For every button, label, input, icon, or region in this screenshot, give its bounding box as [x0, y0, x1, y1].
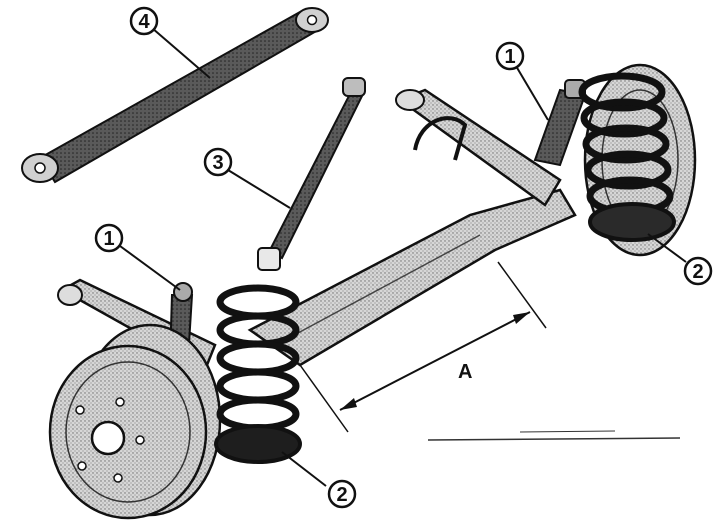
left-brake-drum	[48, 323, 222, 520]
trailing-rod	[257, 77, 366, 271]
svg-text:1: 1	[504, 46, 515, 68]
leader-lines	[119, 27, 687, 487]
dimension-label: A	[458, 361, 472, 383]
callout-3: 3	[203, 147, 233, 177]
left-coil-spring	[214, 284, 302, 464]
callout-2-right: 2	[683, 256, 713, 286]
callout-1-left: 1	[94, 223, 124, 253]
ground-lines	[427, 430, 681, 441]
svg-text:3: 3	[212, 152, 223, 174]
right-coil-spring	[578, 72, 676, 242]
callout-1-right: 1	[495, 41, 525, 71]
lateral-rod	[21, 7, 329, 184]
svg-text:1: 1	[103, 228, 114, 250]
axle-beam	[57, 88, 577, 372]
dimension-a: A	[299, 261, 547, 433]
svg-text:4: 4	[138, 11, 150, 33]
svg-text:2: 2	[692, 261, 703, 283]
callout-2-left: 2	[327, 479, 357, 509]
callout-4: 4	[129, 6, 159, 36]
right-shock-absorber	[533, 79, 587, 167]
svg-text:2: 2	[336, 484, 347, 506]
